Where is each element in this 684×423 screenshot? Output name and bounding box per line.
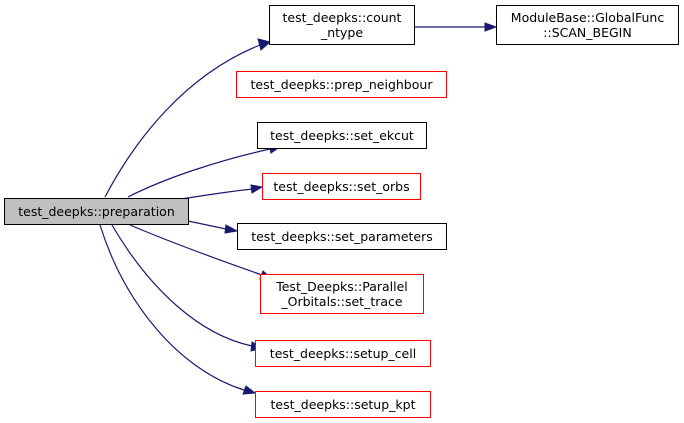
node-count-ntype-label-line-2: _ntype (320, 25, 364, 40)
node-set-orbs[interactable]: test_deepks::set_orbs (262, 173, 421, 200)
edge-preparation-set-parameters (187, 220, 227, 230)
edge-preparation-setup-kpt (99, 224, 245, 391)
node-set-trace-label-line-1: Test_Deepks::Parallel (276, 279, 408, 294)
node-set-parameters-label: test_deepks::set_parameters (251, 229, 433, 244)
node-setup-cell-label: test_deepks::setup_cell (269, 346, 417, 361)
arrowhead-set-orbs (250, 184, 264, 194)
arrowhead-setup-kpt (242, 385, 257, 395)
node-set-trace-label-line-2: _Orbitals::set_trace (281, 294, 403, 309)
node-set-orbs-label: test_deepks::set_orbs (273, 179, 410, 194)
node-set-ekcut-label: test_deepks::set_ekcut (270, 128, 414, 143)
node-set-parameters[interactable]: test_deepks::set_parameters (237, 223, 447, 250)
node-preparation-label: test_deepks::preparation (18, 204, 175, 219)
arrowhead-set-parameters (224, 224, 239, 234)
node-setup-kpt[interactable]: test_deepks::setup_kpt (255, 391, 431, 418)
arrowhead-scan-begin (484, 22, 498, 32)
node-preparation: test_deepks::preparation (4, 198, 189, 225)
node-count-ntype[interactable]: test_deepks::count _ntype (269, 5, 415, 45)
arrowhead-count-ntype (257, 38, 272, 51)
node-scan-begin[interactable]: ModuleBase::GlobalFunc ::SCAN_BEGIN (496, 5, 679, 45)
edge-preparation-set-ekcut (127, 148, 271, 198)
node-count-ntype-label-line-1: test_deepks::count (282, 10, 402, 25)
edge-preparation-count-ntype (104, 44, 261, 198)
node-prep-neighbour-label: test_deepks::prep_neighbour (250, 77, 433, 92)
node-scan-begin-label-line-2: ::SCAN_BEGIN (543, 25, 632, 40)
node-setup-kpt-label: test_deepks::setup_kpt (270, 397, 416, 412)
edge-preparation-set-trace (129, 224, 263, 276)
edge-preparation-setup-cell (111, 224, 253, 347)
node-scan-begin-label-line-1: ModuleBase::GlobalFunc (510, 10, 665, 25)
node-set-trace[interactable]: Test_Deepks::Parallel _Orbitals::set_tra… (260, 274, 424, 314)
node-set-ekcut[interactable]: test_deepks::set_ekcut (257, 122, 427, 149)
node-prep-neighbour[interactable]: test_deepks::prep_neighbour (236, 71, 447, 98)
node-setup-cell[interactable]: test_deepks::setup_cell (255, 340, 431, 367)
